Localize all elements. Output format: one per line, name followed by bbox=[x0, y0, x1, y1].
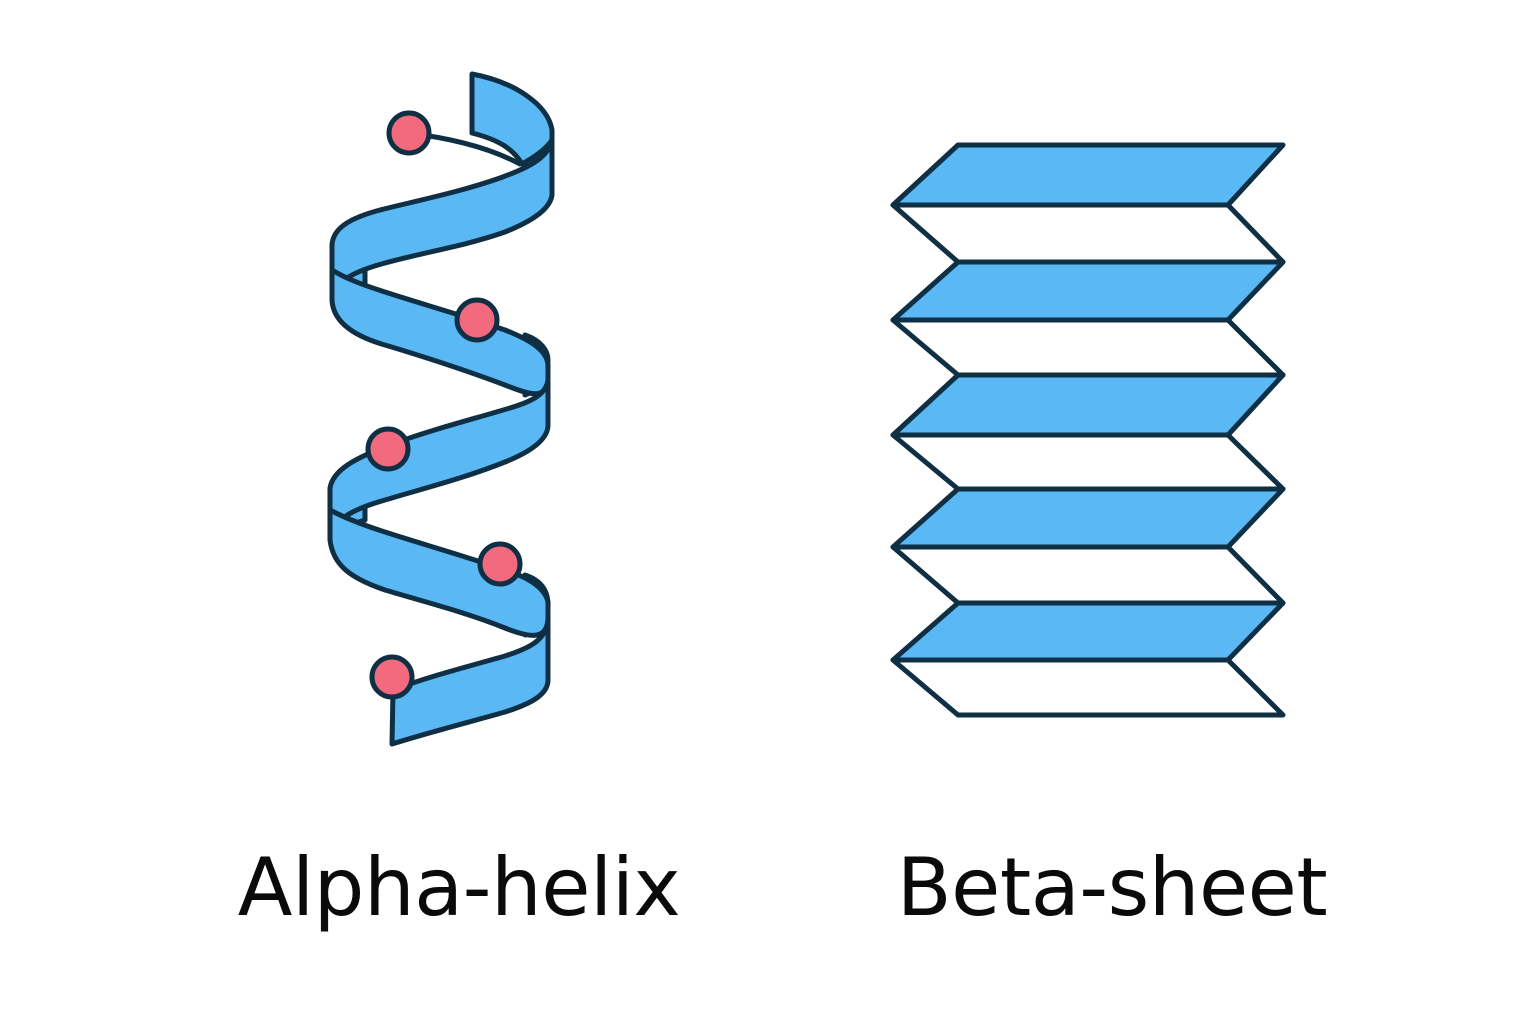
residue-icon bbox=[369, 654, 415, 700]
residue-icon bbox=[477, 541, 523, 587]
beta-strand-band bbox=[890, 486, 1286, 550]
beta-pleat-fold bbox=[890, 202, 1286, 265]
beta-pleat-fold bbox=[890, 432, 1286, 492]
residue-icon bbox=[454, 297, 500, 343]
beta-strand-band bbox=[890, 600, 1286, 663]
beta-sheet-icon bbox=[890, 142, 1286, 718]
beta-pleat-fold bbox=[890, 544, 1286, 606]
beta-sheet-label: Beta-sheet bbox=[896, 841, 1328, 934]
alpha-helix-label: Alpha-helix bbox=[237, 841, 681, 934]
beta-strand-band bbox=[890, 372, 1286, 438]
residue-icon bbox=[365, 426, 411, 472]
beta-pleat-fold bbox=[890, 317, 1286, 378]
helix-back-segment-1 bbox=[469, 71, 555, 167]
helix-front-band-5 bbox=[389, 617, 551, 747]
beta-strand-band bbox=[890, 259, 1286, 323]
alpha-helix-icon bbox=[327, 71, 555, 747]
helix-front-band-2 bbox=[329, 267, 551, 397]
beta-strand-band bbox=[890, 142, 1286, 208]
beta-pleat-fold bbox=[890, 657, 1286, 718]
residue-icon bbox=[386, 110, 432, 156]
